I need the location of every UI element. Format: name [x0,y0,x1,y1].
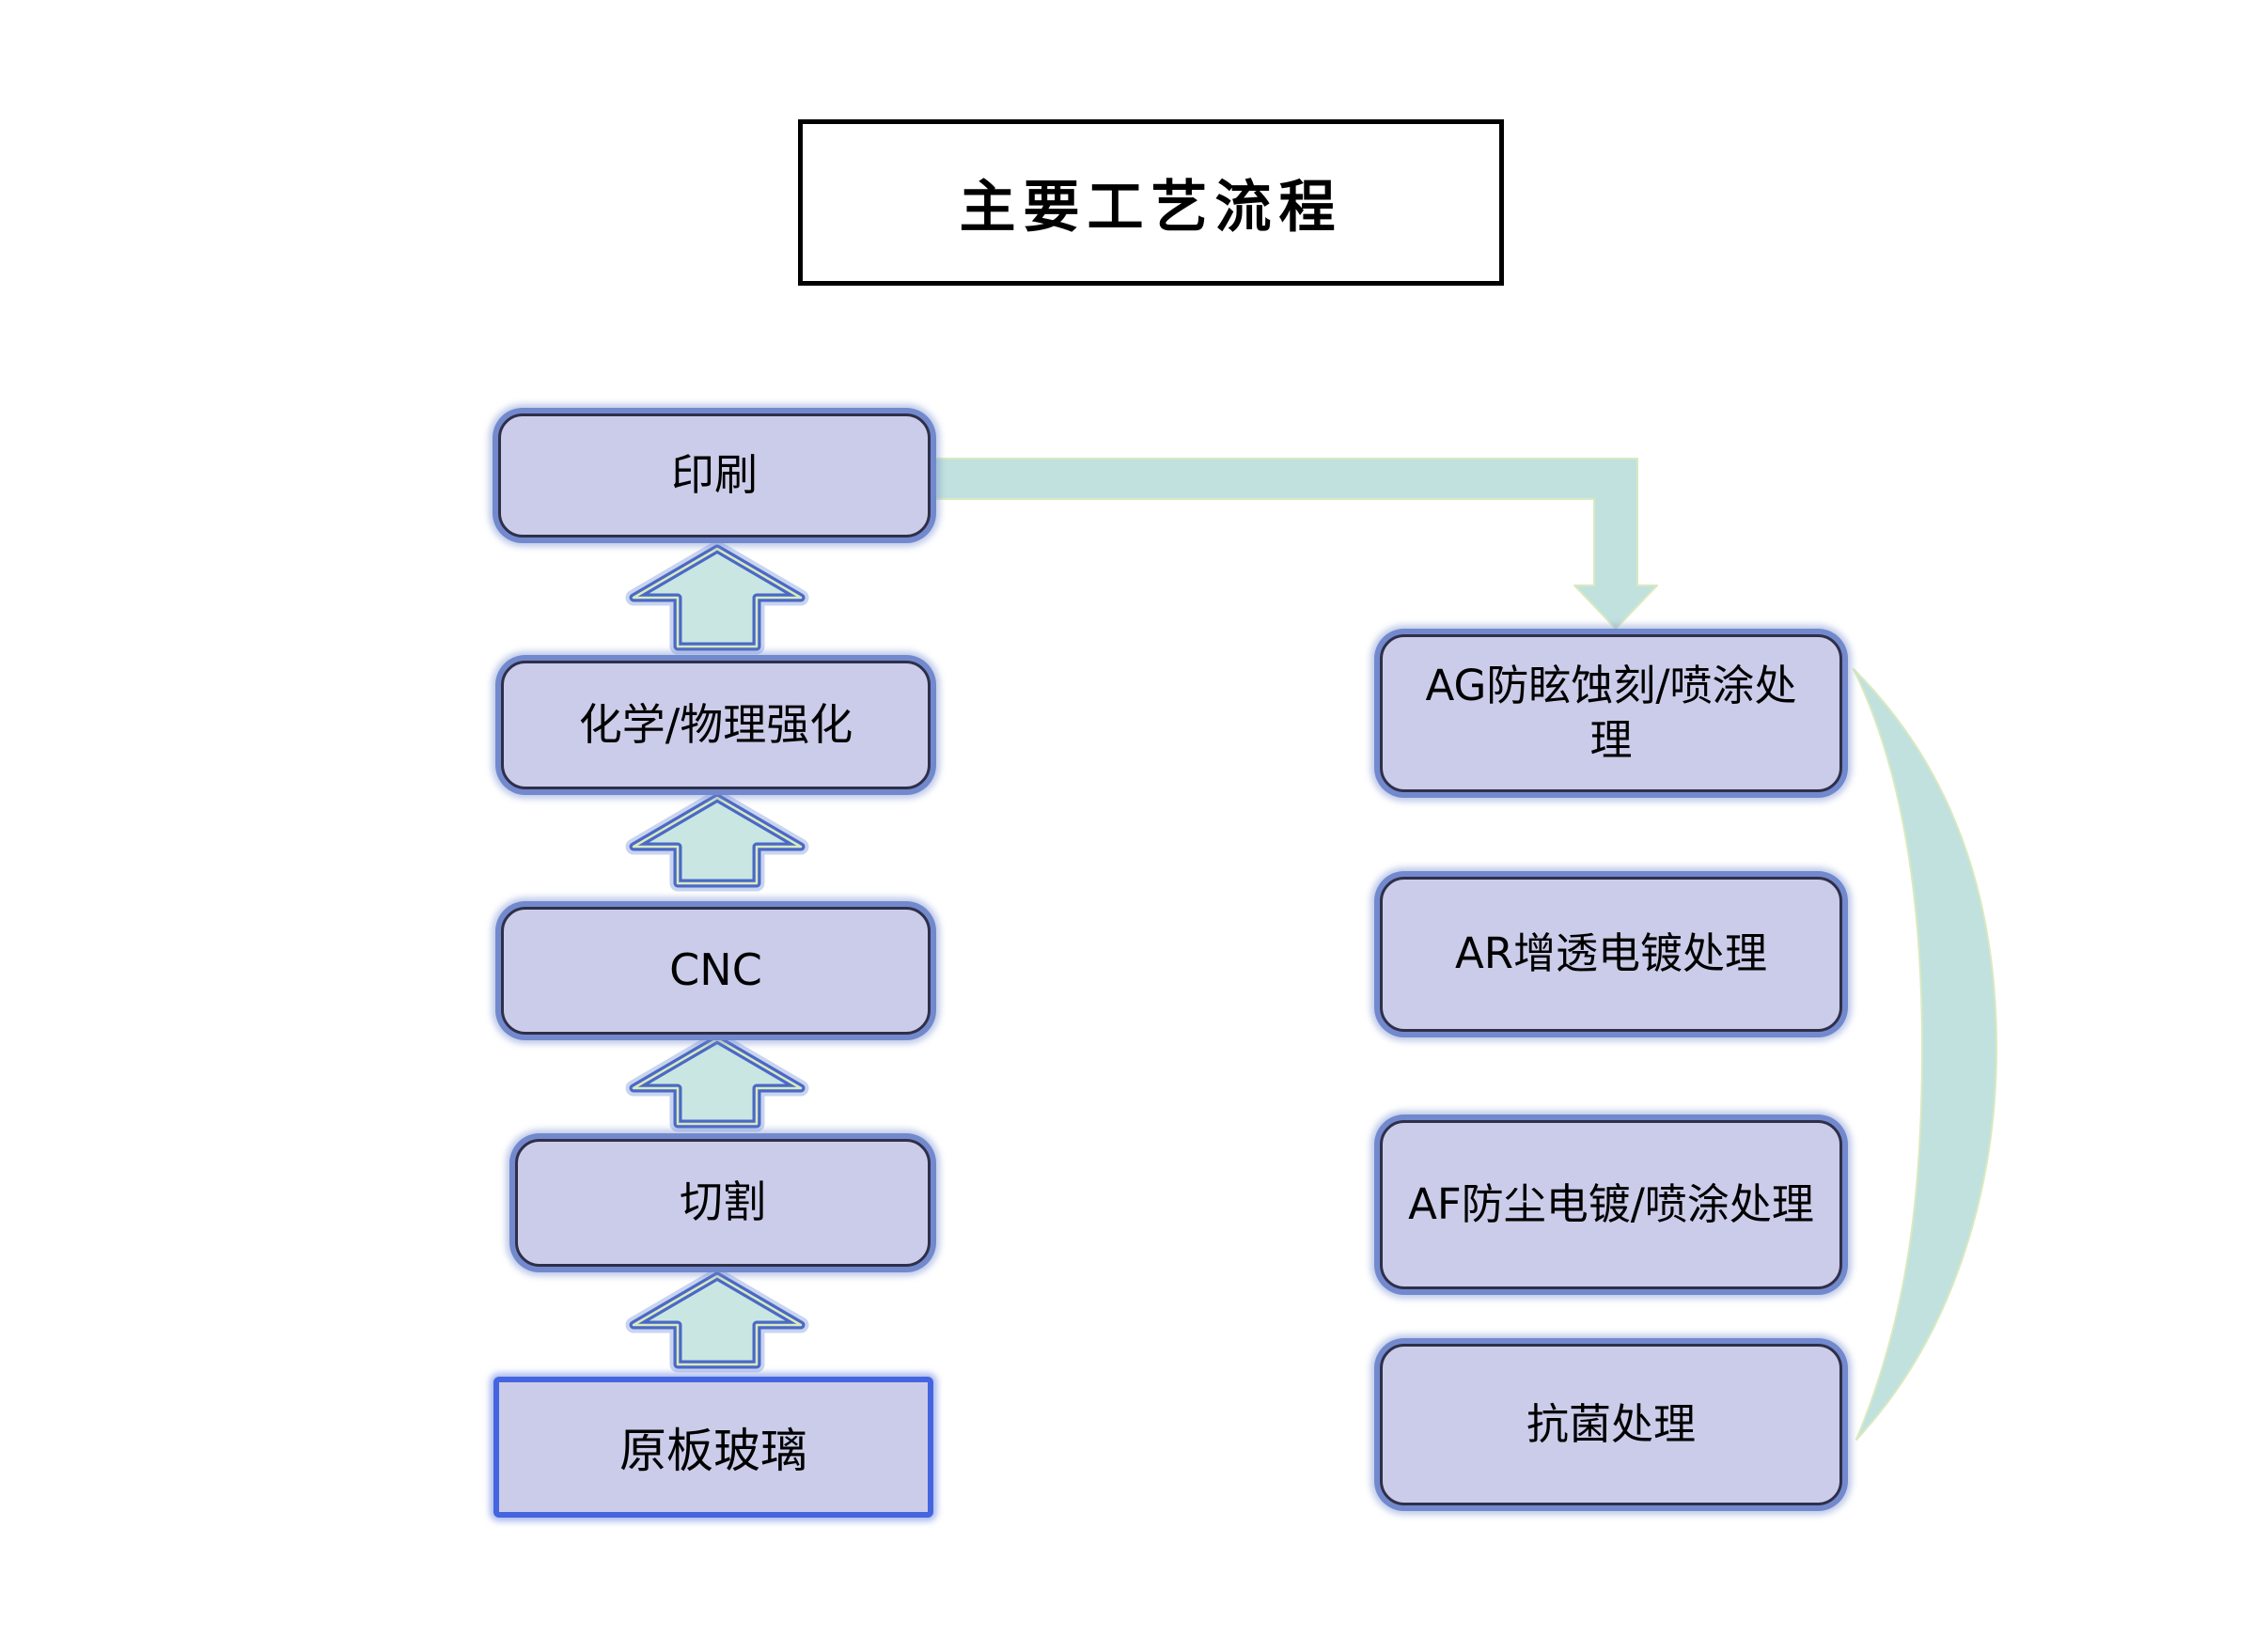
box-ar-label: AR增透电镀处理 [1454,928,1768,979]
box-raw-glass-label: 原板玻璃 [619,1424,807,1478]
box-strengthening-label: 化学/物理强化 [578,698,853,750]
box-printing: 印刷 [498,413,931,538]
box-raw-glass: 原板玻璃 [493,1377,933,1518]
box-cnc-label: CNC [669,944,762,996]
up-arrow-1 [625,540,809,655]
box-printing-label: 印刷 [671,449,758,501]
diagram-title: 主要工艺流程 [959,175,1343,241]
box-cnc: CNC [501,907,931,1035]
diagram-title-box: 主要工艺流程 [798,119,1504,286]
box-cutting: 切割 [515,1139,931,1267]
box-ag-antiglare-treatment: AG防眩蚀刻/喷涂处理 [1380,634,1842,792]
box-af-label: AF防尘电镀/喷涂处理 [1408,1178,1814,1229]
up-arrow-4 [625,1268,809,1373]
box-chemical-physical-strengthening: 化学/物理强化 [501,661,931,789]
elbow-arrow [932,458,1658,630]
box-af-antidust-treatment: AF防尘电镀/喷涂处理 [1380,1120,1842,1289]
up-arrow-3 [625,1031,809,1132]
box-antibacterial-label: 抗菌处理 [1526,1398,1696,1449]
box-cutting-label: 切割 [680,1177,766,1228]
box-ar-antireflective-treatment: AR增透电镀处理 [1380,877,1842,1032]
box-antibacterial-treatment: 抗菌处理 [1380,1344,1842,1505]
box-ag-label: AG防眩蚀刻/喷涂处理 [1425,660,1797,766]
up-arrow-2 [625,789,809,892]
group-brace [1853,668,1997,1441]
